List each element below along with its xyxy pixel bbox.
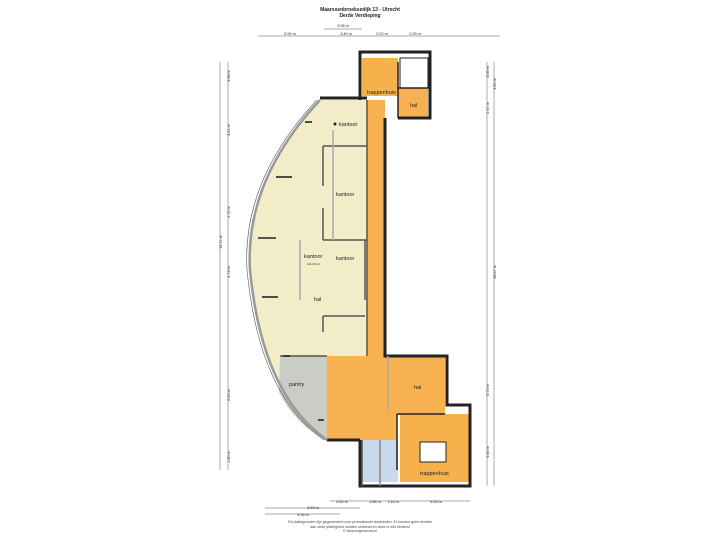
dim-right-2: 3.94 m: [493, 78, 497, 90]
dim-bottom-2: 1.86 m: [369, 500, 381, 504]
room-label-hal-center: hal: [414, 385, 421, 391]
room-label-hal-top: hal: [410, 103, 417, 109]
dim-top-2: 3.40 m: [340, 32, 352, 36]
dimension-lines: [219, 28, 500, 515]
room-label-kantoor-4: kantoor: [336, 256, 355, 262]
dim-left-1: 3.36 m: [227, 70, 231, 82]
dim-top-overall: 3.08 m: [337, 24, 349, 28]
dim-right-5: 4.92 m: [486, 446, 490, 458]
curved-facade: [248, 99, 328, 442]
disclaimer-line-3: © www.ielgenbouw.nl: [342, 529, 377, 534]
dim-bottom-1: 2.60 m: [336, 500, 348, 504]
room-label-kantoor-3: kantoor: [304, 254, 323, 260]
room-label-trappenhuis-bottom: trappenhuis: [420, 471, 449, 477]
elevator-bottom: [419, 441, 447, 463]
dim-left-2: 3.21 m: [227, 124, 231, 136]
address-title: Maarssenbroeksedijk 13 - Utrecht: [320, 7, 400, 13]
room-label-kantoor-1: kantoor: [339, 122, 358, 128]
dim-right-1: 3.05 m: [486, 66, 490, 78]
dim-left-3: 4.72 m: [227, 206, 231, 218]
dim-left-4: 4.73 m: [227, 266, 231, 278]
dim-left-overall: 19.74 m: [219, 235, 223, 249]
room-label-hal-left: hal: [314, 297, 321, 303]
disclaimer: De plattegronden zijn gegenereerd voor p…: [0, 520, 720, 534]
pantry-area: [279, 356, 327, 440]
elevator-top: [399, 57, 429, 89]
office-area: [249, 100, 367, 440]
room-label-trappenhuis-top: trappenhuis: [367, 90, 396, 96]
dim-right-4: 5.74 m: [486, 384, 490, 396]
floor-title: Derde Verdieping: [339, 13, 381, 19]
dim-bottom-overall: 4.96 m: [297, 513, 309, 517]
disclaimer-line-1: De plattegronden zijn gegenereerd voor p…: [287, 520, 433, 524]
dim-left-6: 1.60 m: [227, 451, 231, 463]
dim-top-4: 2.25 m: [409, 32, 421, 36]
dim-right-3: 2.47 m: [486, 102, 490, 114]
room-label-kantoor-2: kantoor: [336, 192, 355, 198]
facade-mullions: [258, 121, 324, 421]
dim-top-1: 5.94 m: [284, 32, 296, 36]
stairwell-top: [362, 58, 398, 96]
hal-top-area: [398, 88, 428, 118]
dim-right-overall: 28.67 m: [493, 265, 497, 279]
dim-bottom-4: 5.26 m: [430, 500, 442, 504]
dim-bottom-5: 6.53 m: [307, 506, 319, 510]
dim-top-3: 2.02 m: [376, 32, 388, 36]
dim-left-5: 6.50 m: [227, 389, 231, 401]
room-area-kantoor: 111.20 m²: [307, 262, 320, 266]
disclaimer-line-2: aan deze plattegrond worden ontleend en …: [310, 524, 410, 529]
interior-walls: [280, 62, 445, 486]
column-marker: [333, 122, 337, 126]
circulation-area: [327, 100, 445, 470]
walls: [320, 50, 472, 488]
dim-bottom-3: 1.14 m: [387, 500, 399, 504]
room-label-pantry: pantry: [289, 382, 305, 388]
